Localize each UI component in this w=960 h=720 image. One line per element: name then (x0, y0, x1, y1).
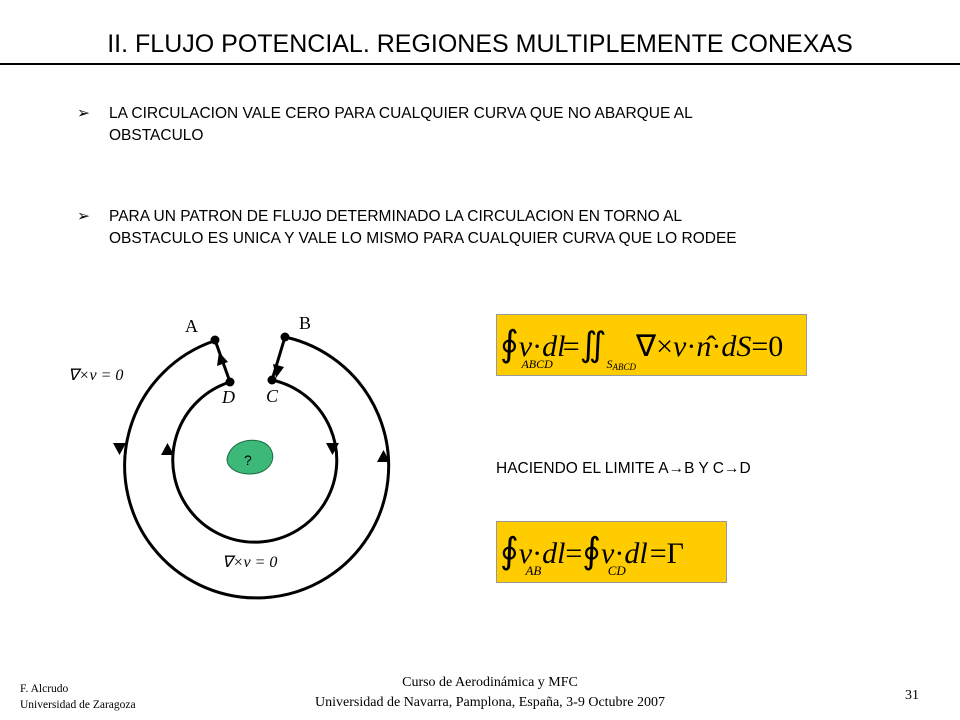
point-b-label: B (299, 313, 312, 333)
obstacle-label: ? (244, 452, 252, 468)
point-b-dot (280, 332, 290, 342)
point-d-label: D (222, 387, 235, 407)
limit-text-suffix: D (739, 460, 751, 477)
title-underline (0, 63, 960, 65)
footer-author: F. Alcrudo (20, 683, 69, 695)
arrowhead-d-a (217, 352, 228, 366)
curl-left-label: ∇×v = 0 (68, 367, 124, 384)
connector-d-a (213, 339, 232, 383)
circulation-formula-box (496, 521, 727, 583)
bullet-2-line-2: OBSTACULO ES UNICA Y VALE LO MISMO PARA … (109, 230, 737, 247)
circulation-result: Γ (666, 537, 685, 570)
stokes-lhs-subscript: ABCD (521, 357, 553, 371)
footer-course-block: Curso de Aerodinámica y MFC Universidad … (230, 673, 750, 713)
arrow-bullet-icon: ➢ (77, 208, 90, 225)
arrowhead-right-outer (377, 450, 390, 462)
contour-integral-icon: ∮ (500, 324, 519, 364)
limit-text: HACIENDO EL LIMITE A→B Y C→D (496, 460, 751, 478)
arrowhead-right-inner (326, 443, 339, 455)
point-d-dot (225, 377, 235, 387)
arrow-right-icon: → (724, 460, 740, 477)
limit-text-mid: B Y C (684, 460, 724, 477)
bullet-1-line-1: LA CIRCULACION VALE CERO PARA CUALQUIER … (109, 105, 693, 122)
contour-integral-icon: ∮ (500, 531, 519, 571)
inner-curve (171, 378, 339, 544)
stokes-formula: ∮v·dlABCD=∬SABCD∇×v·n̂·dS=0 (500, 324, 784, 372)
point-a-label: A (185, 316, 198, 336)
circulation-sub-ab: AB (525, 563, 542, 578)
footer-course: Curso de Aerodinámica y MFC (402, 675, 578, 690)
curl-bottom-label: ∇×v = 0 (222, 554, 278, 571)
footer-author-block: F. Alcrudo Universidad de Zaragoza (20, 681, 136, 713)
arrowhead-b-c (273, 364, 284, 378)
stokes-result: =0 (751, 330, 784, 363)
point-a-dot (210, 335, 220, 345)
arrowhead-left-outer (113, 443, 126, 455)
point-c-label: C (266, 386, 279, 406)
page-number: 31 (905, 688, 919, 703)
circulation-formula: ∮v·dlAB=∮v·dlCD=Γ (500, 531, 685, 578)
arrow-right-icon: → (668, 460, 685, 477)
arrow-bullet-icon: ➢ (77, 105, 90, 122)
arrowhead-left-inner (161, 443, 174, 455)
connector-b-c (270, 336, 287, 381)
stokes-formula-box (496, 314, 807, 376)
slide-title: II. FLUJO POTENCIAL. REGIONES MULTIPLEME… (107, 30, 853, 58)
limit-text-prefix: HACIENDO EL LIMITE A (496, 460, 669, 477)
stokes-rhs-subscript: S (606, 357, 613, 371)
circulation-sub-cd: CD (607, 563, 626, 578)
point-c-dot (267, 375, 277, 385)
contour-integral-icon: ∮ (582, 531, 602, 571)
bullet-2-line-1: PARA UN PATRON DE FLUJO DETERMINADO LA C… (109, 208, 683, 225)
footer-university: Universidad de Zaragoza (20, 699, 136, 711)
bullet-1-line-2: OBSTACULO (109, 127, 204, 144)
stokes-rhs-subsubscript: ABCD (612, 362, 637, 372)
footer-venue: Universidad de Navarra, Pamplona, España… (315, 695, 665, 710)
